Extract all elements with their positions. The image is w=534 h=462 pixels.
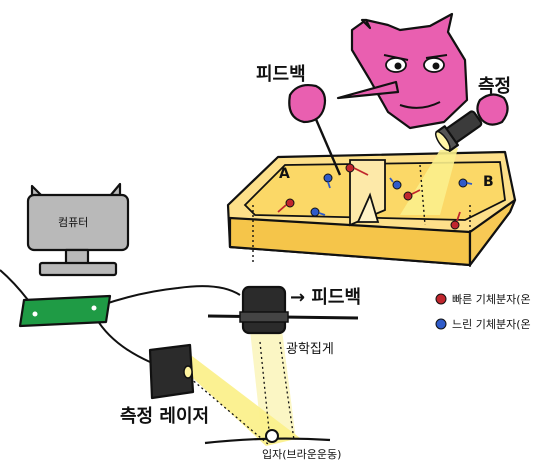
cable-to-feedback — [101, 285, 241, 306]
legend-slow-swatch — [435, 318, 447, 330]
legend-fast-label: 빠른 기체분자(온 — [452, 293, 531, 306]
feedback-arrow-label: → 피드백 — [290, 287, 361, 308]
molecule-fast — [403, 189, 421, 201]
demon-figure — [336, 12, 469, 130]
molecule-slow — [310, 207, 326, 217]
particle-label: 입자(브라운운동) — [262, 448, 341, 461]
demon-mouth — [399, 101, 441, 109]
divider-wall — [349, 159, 386, 227]
computer: 컴퓨터 — [26, 182, 130, 277]
molecule-slow — [458, 178, 473, 188]
gas-box-side — [468, 198, 517, 267]
molecules — [277, 163, 473, 230]
box-a-label: A — [279, 166, 290, 182]
molecule-fast — [345, 163, 369, 176]
demon-brow-left — [383, 54, 409, 61]
demon-pupil-right — [432, 62, 440, 70]
circuit-pin — [91, 305, 97, 311]
demon-brow-right — [425, 54, 448, 59]
demon-hand-right — [476, 93, 509, 126]
actuator-clamp — [239, 311, 289, 323]
circuit-board — [18, 294, 112, 328]
feedback-label-top: 피드백 — [256, 64, 306, 85]
measure-laser-label: 측정 레이저 — [120, 406, 209, 427]
feedback-rod — [310, 109, 342, 176]
laser-body — [148, 343, 195, 400]
light-collection-label: 광학집게 — [286, 342, 334, 357]
demon-nose — [336, 80, 400, 100]
demon-pupil-left — [394, 62, 402, 70]
laser-beam-edge — [189, 377, 269, 445]
demon-horn-left — [360, 18, 372, 30]
collection-beam-edge — [259, 341, 271, 441]
cable-left — [0, 269, 29, 301]
molecule-fast — [450, 211, 461, 230]
circuit-pin — [32, 311, 38, 317]
legend-fast-swatch — [435, 293, 447, 305]
box-b-label: B — [483, 174, 494, 190]
computer-label: 컴퓨터 — [58, 216, 88, 229]
cable-to-laser — [95, 317, 151, 363]
computer-stand — [38, 261, 118, 277]
demon-hand-left — [288, 83, 327, 124]
actuator-block — [241, 285, 287, 335]
molecule-slow — [389, 177, 402, 190]
measure-label-top: 측정 — [478, 76, 511, 97]
demon-hand-feedback — [288, 83, 342, 176]
laser-beam — [182, 356, 300, 446]
gas-box — [226, 150, 517, 267]
measurement-beam — [400, 148, 458, 215]
brownian-particle — [265, 429, 279, 443]
collection-beam-edge — [279, 341, 295, 441]
demon-hand-measure — [434, 93, 509, 152]
laser-aperture — [183, 365, 193, 379]
molecule-fast — [277, 198, 295, 213]
laser-source — [148, 343, 195, 400]
feedback-actuator — [207, 285, 359, 335]
legend-slow-label: 느린 기체분자(온 — [452, 318, 531, 331]
trapdoor — [356, 192, 380, 223]
molecule-slow — [323, 173, 333, 189]
demon-head — [350, 12, 469, 130]
guide-line-mid — [419, 164, 426, 226]
circuit-board-body — [18, 294, 112, 328]
flashlight — [434, 110, 483, 152]
legend: 빠른 기체분자(온 느린 기체분자(온 — [435, 293, 531, 331]
